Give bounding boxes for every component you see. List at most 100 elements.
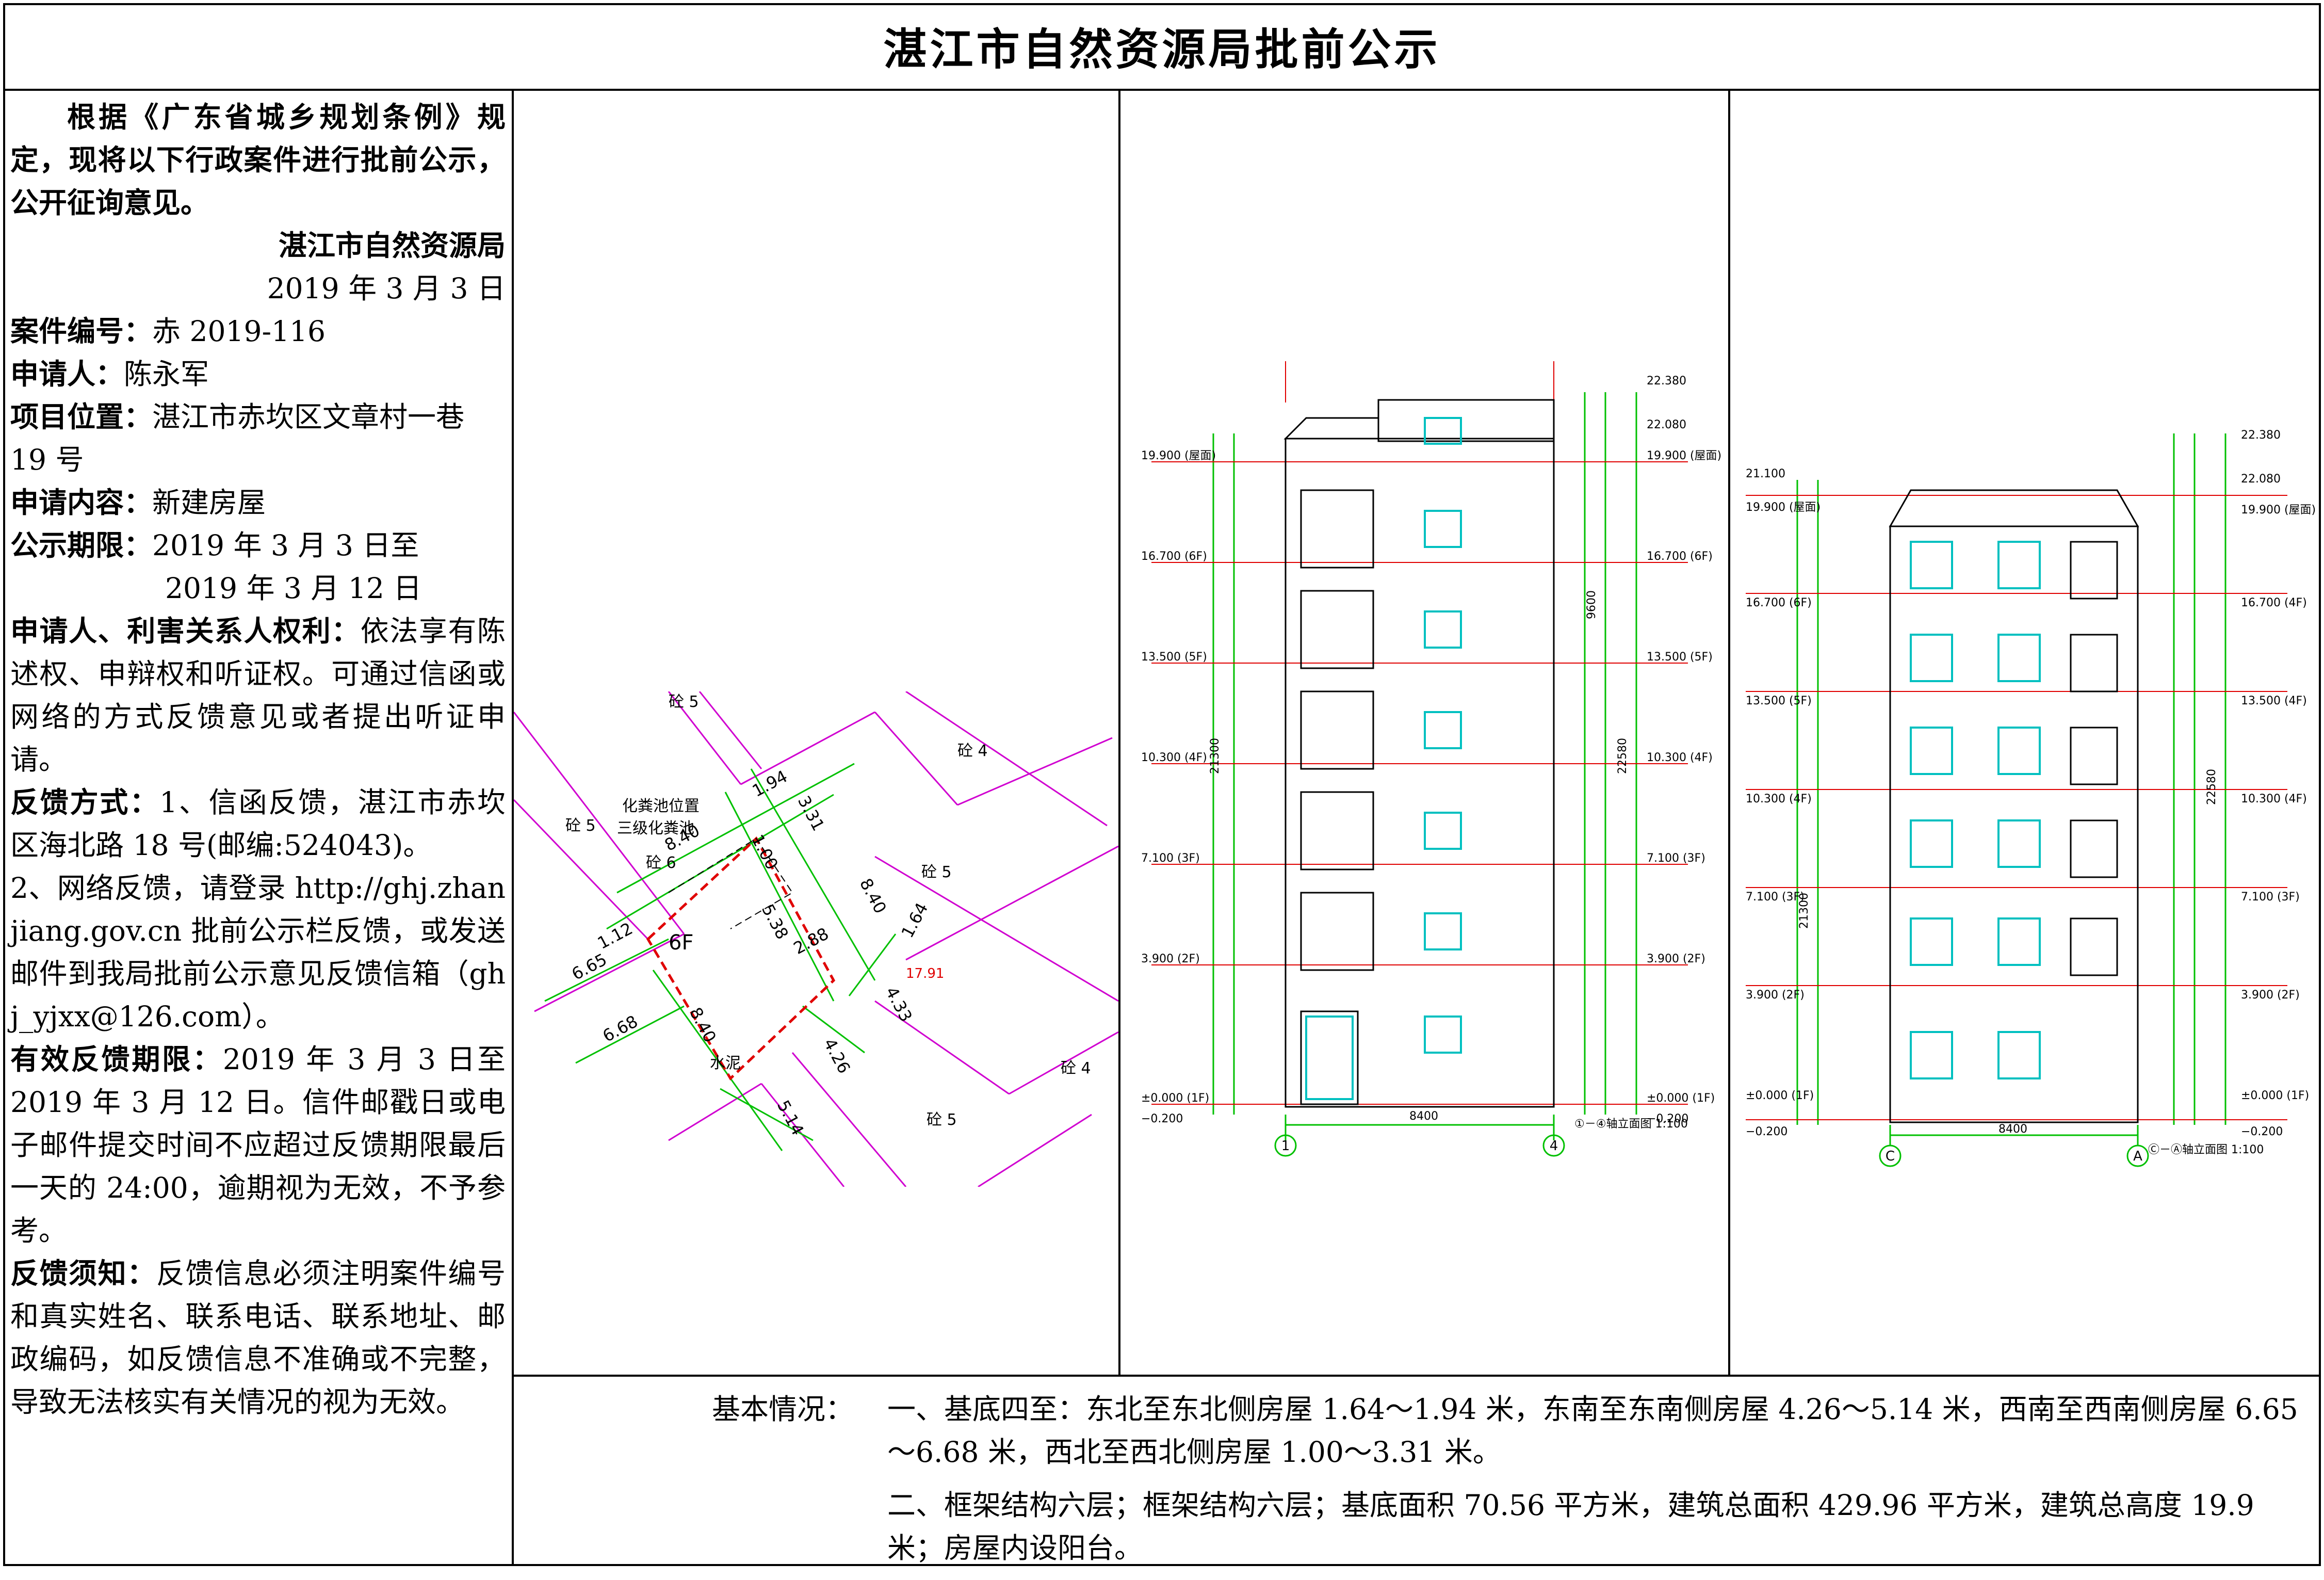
divider <box>512 91 514 1566</box>
notice-value: 反馈信息必须注明案件编号和真实姓名、联系电话、联系地址、邮政编码，如反馈信息不准… <box>10 1257 506 1418</box>
caption: Ⓒ－Ⓐ轴立面图 1:100 <box>2148 1143 2264 1156</box>
axis-label: C <box>1886 1149 1895 1164</box>
location: 项目位置：湛江市赤坎区文章村一巷 19 号 <box>10 396 506 481</box>
level-label: 22.080 <box>1647 418 1686 431</box>
site-dim: 4.33 <box>882 984 916 1025</box>
level-label: 13.500 (5F) <box>1746 695 1812 707</box>
level-label: 19.900 (屋面) <box>1746 501 1821 514</box>
deadline: 有效反馈期限：2019 年 3 月 3 日至 2019 年 3 月 12 日。信… <box>10 1038 506 1252</box>
level-label: 7.100 (3F) <box>2241 891 2300 904</box>
level-label: 22.080 <box>2241 473 2281 486</box>
basic-label: 基本情况： <box>712 1393 854 1426</box>
level-label: 3.900 (2F) <box>2241 989 2300 1002</box>
level-label: 13.500 (5F) <box>1647 651 1713 664</box>
content-label: 申请内容： <box>10 486 153 519</box>
site-label: 砼 6 <box>646 854 676 872</box>
issue-date: 2019 年 3 月 3 日 <box>267 272 506 305</box>
level-label: ±0.000 (1F) <box>2241 1089 2309 1102</box>
divider <box>512 1375 2321 1377</box>
deadline-label: 有效反馈期限： <box>10 1043 223 1076</box>
total-dim: 22580 <box>2205 769 2218 805</box>
location-value: 湛江市赤坎区文章村一巷 19 号 <box>10 400 465 476</box>
notice: 反馈须知：反馈信息必须注明案件编号和真实姓名、联系电话、联系地址、邮政编码，如反… <box>10 1252 506 1424</box>
basic-line-1: 一、基底四至：东北至东北侧房屋 1.64～1.94 米，东南至东南侧房屋 4.2… <box>887 1393 2298 1469</box>
level-label: 13.500 (5F) <box>1141 651 1207 664</box>
site-dim: 17.91 <box>906 966 944 981</box>
deadline-value: 2019 年 3 月 3 日至 2019 年 3 月 12 日。信件邮戳日或电子… <box>10 1043 506 1247</box>
page-title: 湛江市自然资源局批前公示 <box>883 24 1441 75</box>
issuer: 湛江市自然资源局 <box>278 229 506 262</box>
divider <box>1728 91 1730 1376</box>
period: 公示期限：2019 年 3 月 3 日至 <box>10 524 506 567</box>
notice-label: 反馈须知： <box>10 1257 156 1290</box>
site-label: 6F <box>669 931 693 955</box>
site-dim: 8.40 <box>686 1004 720 1046</box>
level-label: 19.900 (屋面) <box>2241 504 2316 517</box>
intro-text: 根据《广东省城乡规划条例》规定，现将以下行政案件进行批前公示，公开征询意见。 <box>10 101 506 219</box>
site-label: 三级化粪池 <box>617 819 694 837</box>
rights-label: 申请人、利害关系人权利： <box>10 615 361 648</box>
feedback-label: 反馈方式： <box>10 786 160 819</box>
level-label: 16.700 (6F) <box>1647 550 1713 563</box>
level-label: 16.700 (6F) <box>1746 596 1812 609</box>
site-label: 化粪池位置 <box>622 797 700 815</box>
level-label: −0.200 <box>1141 1113 1183 1125</box>
total-dim: 21300 <box>1798 893 1811 929</box>
level-label: 22.380 <box>2241 429 2281 442</box>
applicant-label: 申请人： <box>10 358 124 391</box>
applicant-value: 陈永军 <box>124 358 209 391</box>
site-dim: 3.31 <box>794 793 828 834</box>
period-end: 2019 年 3 月 12 日 <box>165 572 422 605</box>
basic-info: 基本情况： 一、基底四至：东北至东北侧房屋 1.64～1.94 米，东南至东南侧… <box>712 1388 2311 1580</box>
level-label: 3.900 (2F) <box>1746 989 1805 1002</box>
level-label: −0.200 <box>1647 1113 1688 1125</box>
feedback-online: 2、网络反馈，请登录 http://ghj.zhanjiang.gov.cn 批… <box>10 872 506 1033</box>
caption: ①－④轴立面图 1:100 <box>1574 1118 1688 1131</box>
level-label: 16.700 (6F) <box>1141 550 1207 563</box>
site-label: 砼 4 <box>1061 1059 1091 1077</box>
site-label: 水泥 <box>710 1054 741 1072</box>
level-label: −0.200 <box>2241 1125 2283 1138</box>
rights: 申请人、利害关系人权利：依法享有陈述权、申辩权和听证权。可通过信函或网络的方式反… <box>10 610 506 781</box>
elevation-c-a: 21.100 19.900 (屋面) 16.700 (6F) 13.500 (5… <box>1746 429 2316 1167</box>
divider <box>1118 91 1120 1376</box>
feedback: 反馈方式：1、信函反馈，湛江市赤坎区海北路 18 号(邮编:524043)。 <box>10 781 506 867</box>
level-label: 22.380 <box>1647 375 1686 388</box>
level-label: 16.700 (4F) <box>2241 596 2307 609</box>
level-label: 19.900 (屋面) <box>1141 449 1216 462</box>
level-label: 10.300 (4F) <box>1647 751 1713 764</box>
site-label: 砼 5 <box>927 1111 957 1129</box>
total-dim: 9600 <box>1585 590 1598 619</box>
rights-value: 依法享有陈述权、申辩权和听证权。可通过信函或网络的方式反馈意见或者提出听证申请。 <box>10 615 506 776</box>
level-label: 10.300 (4F) <box>2241 793 2307 805</box>
feedback-mail: 1、信函反馈，湛江市赤坎区海北路 18 号(邮编:524043)。 <box>10 786 506 862</box>
level-label: 19.900 (屋面) <box>1647 449 1721 462</box>
site-plan: 砼 5 砼 4 砼 5 砼 6 砼 5 砼 4 砼 5 化粪池位置 三级化粪池 … <box>514 691 1118 1187</box>
elevation-1-4: 19.900 (屋面) 16.700 (6F) 13.500 (5F) 10.3… <box>1141 361 1721 1157</box>
site-label: 砼 4 <box>957 742 988 760</box>
level-label: ±0.000 (1F) <box>1647 1092 1715 1105</box>
axis-label: 1 <box>1281 1138 1290 1154</box>
level-label: −0.200 <box>1746 1125 1787 1138</box>
site-dim: 1.94 <box>749 766 791 801</box>
level-label: 13.500 (4F) <box>2241 695 2307 707</box>
level-label: 7.100 (3F) <box>1746 891 1805 904</box>
site-dim: 8.40 <box>856 875 890 917</box>
site-dim: 6.68 <box>599 1011 641 1046</box>
case-no-value: 赤 2019-116 <box>152 315 326 348</box>
case-no-label: 案件编号： <box>10 315 153 348</box>
axis-label: A <box>2133 1149 2142 1164</box>
content: 申请内容：新建房屋 <box>10 481 506 524</box>
total-dim: 21300 <box>1209 738 1222 774</box>
basic-line-2: 二、框架结构六层；框架结构六层；基底面积 70.56 平方米，建筑总面积 429… <box>887 1489 2254 1565</box>
level-label: 7.100 (3F) <box>1647 852 1705 865</box>
period-start: 2019 年 3 月 3 日至 <box>152 529 419 562</box>
level-label: ±0.000 (1F) <box>1746 1089 1814 1102</box>
site-label: 砼 5 <box>921 863 952 881</box>
notice-column: 根据《广东省城乡规划条例》规定，现将以下行政案件进行批前公示，公开征询意见。 湛… <box>10 96 506 1424</box>
level-label: 3.900 (2F) <box>1141 953 1200 965</box>
case-no: 案件编号：赤 2019-116 <box>10 310 506 353</box>
axis-label: 4 <box>1550 1138 1558 1154</box>
page-frame <box>3 3 2321 1566</box>
site-label: 砼 5 <box>565 817 596 835</box>
